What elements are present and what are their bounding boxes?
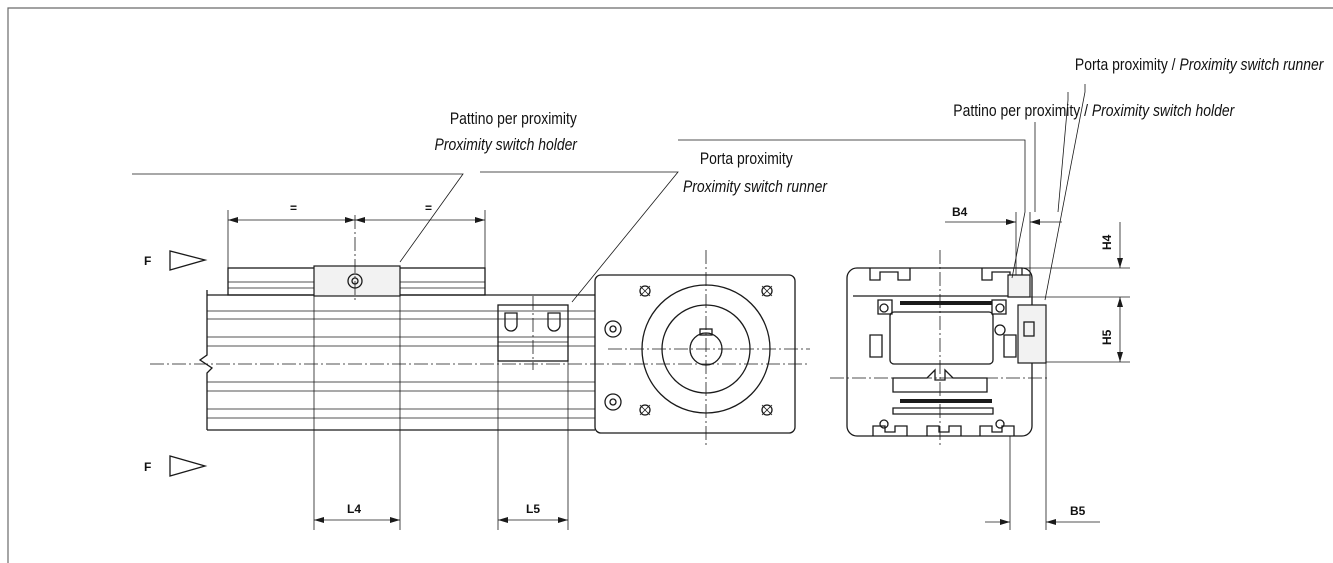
section-proximity-runner	[1017, 304, 1047, 364]
pulley-screws	[604, 320, 622, 411]
top-rail	[869, 268, 1023, 281]
flange-screws	[639, 285, 773, 416]
leader-runner-center	[480, 171, 679, 303]
dim-b4: B4	[952, 205, 968, 219]
force-label-top: F	[144, 254, 151, 268]
l4-arrowheads	[314, 517, 400, 523]
runner-slot-right	[547, 312, 561, 332]
belt-top	[900, 301, 992, 305]
label-porta-proximity-center: Porta proximity	[700, 150, 793, 169]
dim-h4: H4	[1100, 234, 1114, 250]
label-pattino-proximity-right-it: Pattino per proximity /	[953, 102, 1092, 121]
cavity-middle	[892, 368, 988, 393]
label-pattino-proximity-left: Pattino per proximity	[450, 110, 577, 129]
h4-arrowhead	[1117, 258, 1123, 268]
label-pattino-proximity-right: Pattino per proximity / Proximity switch…	[953, 102, 1235, 121]
motor-flange	[594, 274, 796, 434]
section-view: H4 H5 B4 B5	[678, 84, 1130, 530]
section-proximity-holder	[1007, 274, 1031, 298]
runner-slot-left	[504, 312, 518, 332]
cavity-lower	[892, 407, 994, 415]
dim-equal-left: =	[290, 201, 297, 215]
force-arrow-top	[169, 250, 208, 271]
cavity-sides	[869, 334, 1017, 358]
cavity-upper	[889, 311, 994, 365]
h5-arrowhead	[1117, 352, 1123, 362]
force-label-bottom: F	[144, 460, 151, 474]
proximity-switch-holder	[313, 265, 401, 297]
break-mark	[198, 290, 214, 430]
side-view: F F = = L4 L5	[132, 171, 810, 530]
equal-arrowheads	[228, 217, 485, 223]
b5-arrowheads	[1000, 519, 1056, 525]
force-arrow-bottom	[169, 455, 208, 477]
label-porta-proximity-right-it: Porta proximity /	[1075, 56, 1179, 75]
runner-sensor	[1023, 321, 1035, 337]
dim-b5: B5	[1070, 504, 1086, 518]
section-holes	[879, 303, 1006, 429]
dim-equal-right: =	[425, 201, 432, 215]
label-proximity-switch-holder-left: Proximity switch holder	[435, 136, 578, 155]
label-proximity-switch-holder-right: Proximity switch holder	[1092, 102, 1235, 121]
drawing-frame	[7, 7, 1333, 563]
cavity-corners-top	[877, 299, 1007, 315]
dim-l4: L4	[347, 502, 361, 516]
belt-bottom	[900, 399, 992, 403]
leader-holder-left	[132, 173, 464, 263]
leader-runner-right	[1044, 84, 1086, 301]
bottom-slots	[872, 425, 1015, 436]
label-proximity-switch-runner-right: Proximity switch runner	[1179, 56, 1324, 75]
label-proximity-switch-runner-center: Proximity switch runner	[683, 178, 828, 197]
leader-runner-right-2	[1057, 92, 1069, 213]
dim-l5: L5	[526, 502, 540, 516]
dim-h5: H5	[1100, 329, 1114, 345]
label-porta-proximity-right: Porta proximity / Proximity switch runne…	[1075, 56, 1324, 75]
b4-arrowheads	[1006, 219, 1040, 225]
leader-holder-right	[678, 139, 1026, 279]
